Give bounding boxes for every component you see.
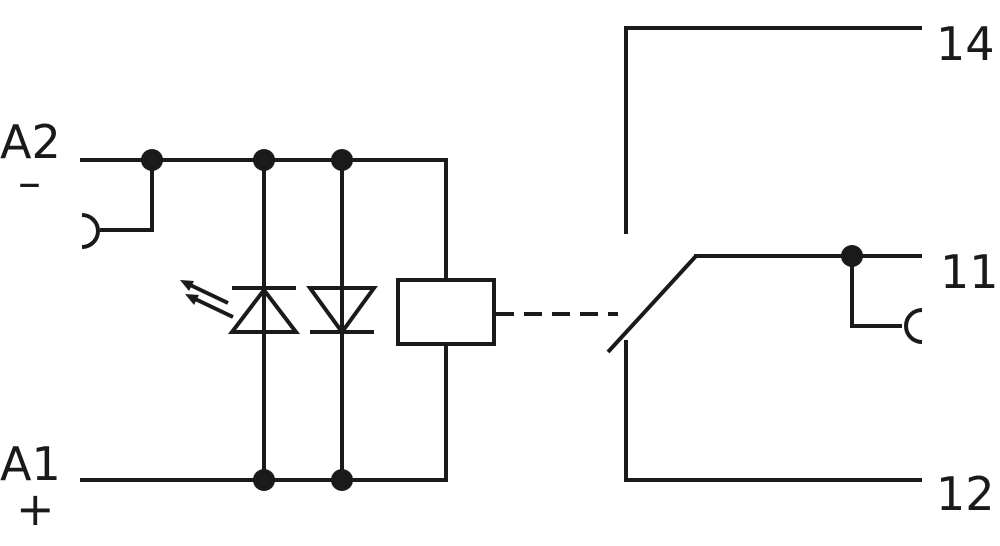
diode-icon — [306, 286, 378, 336]
led-diode-icon — [180, 280, 301, 334]
junction-dot — [331, 149, 353, 171]
a2-test-branch-wire — [100, 160, 154, 232]
junction-dot — [331, 469, 353, 491]
relay-coil-icon — [396, 278, 496, 346]
terminal-14-label: 14 — [936, 17, 995, 71]
terminal-a1-label: A1 — [0, 437, 61, 491]
contact-12-wire — [624, 340, 922, 482]
contact-14-wire — [624, 26, 922, 234]
t11-test-branch-wire — [850, 256, 902, 328]
terminal-a2-polarity: – — [18, 155, 41, 209]
terminal-12-label: 12 — [936, 467, 995, 521]
a2-test-socket-icon — [81, 213, 100, 249]
terminal-a2-label: A2 — [0, 115, 61, 169]
junction-dot — [253, 469, 275, 491]
terminal-a1-polarity: + — [16, 482, 55, 536]
junction-dot — [253, 149, 275, 171]
junction-dot — [141, 149, 163, 171]
junction-dot — [841, 245, 863, 267]
terminal-11-label: 11 — [940, 245, 999, 299]
t11-test-socket-icon — [904, 308, 923, 344]
changeover-contact-icon — [606, 254, 698, 354]
